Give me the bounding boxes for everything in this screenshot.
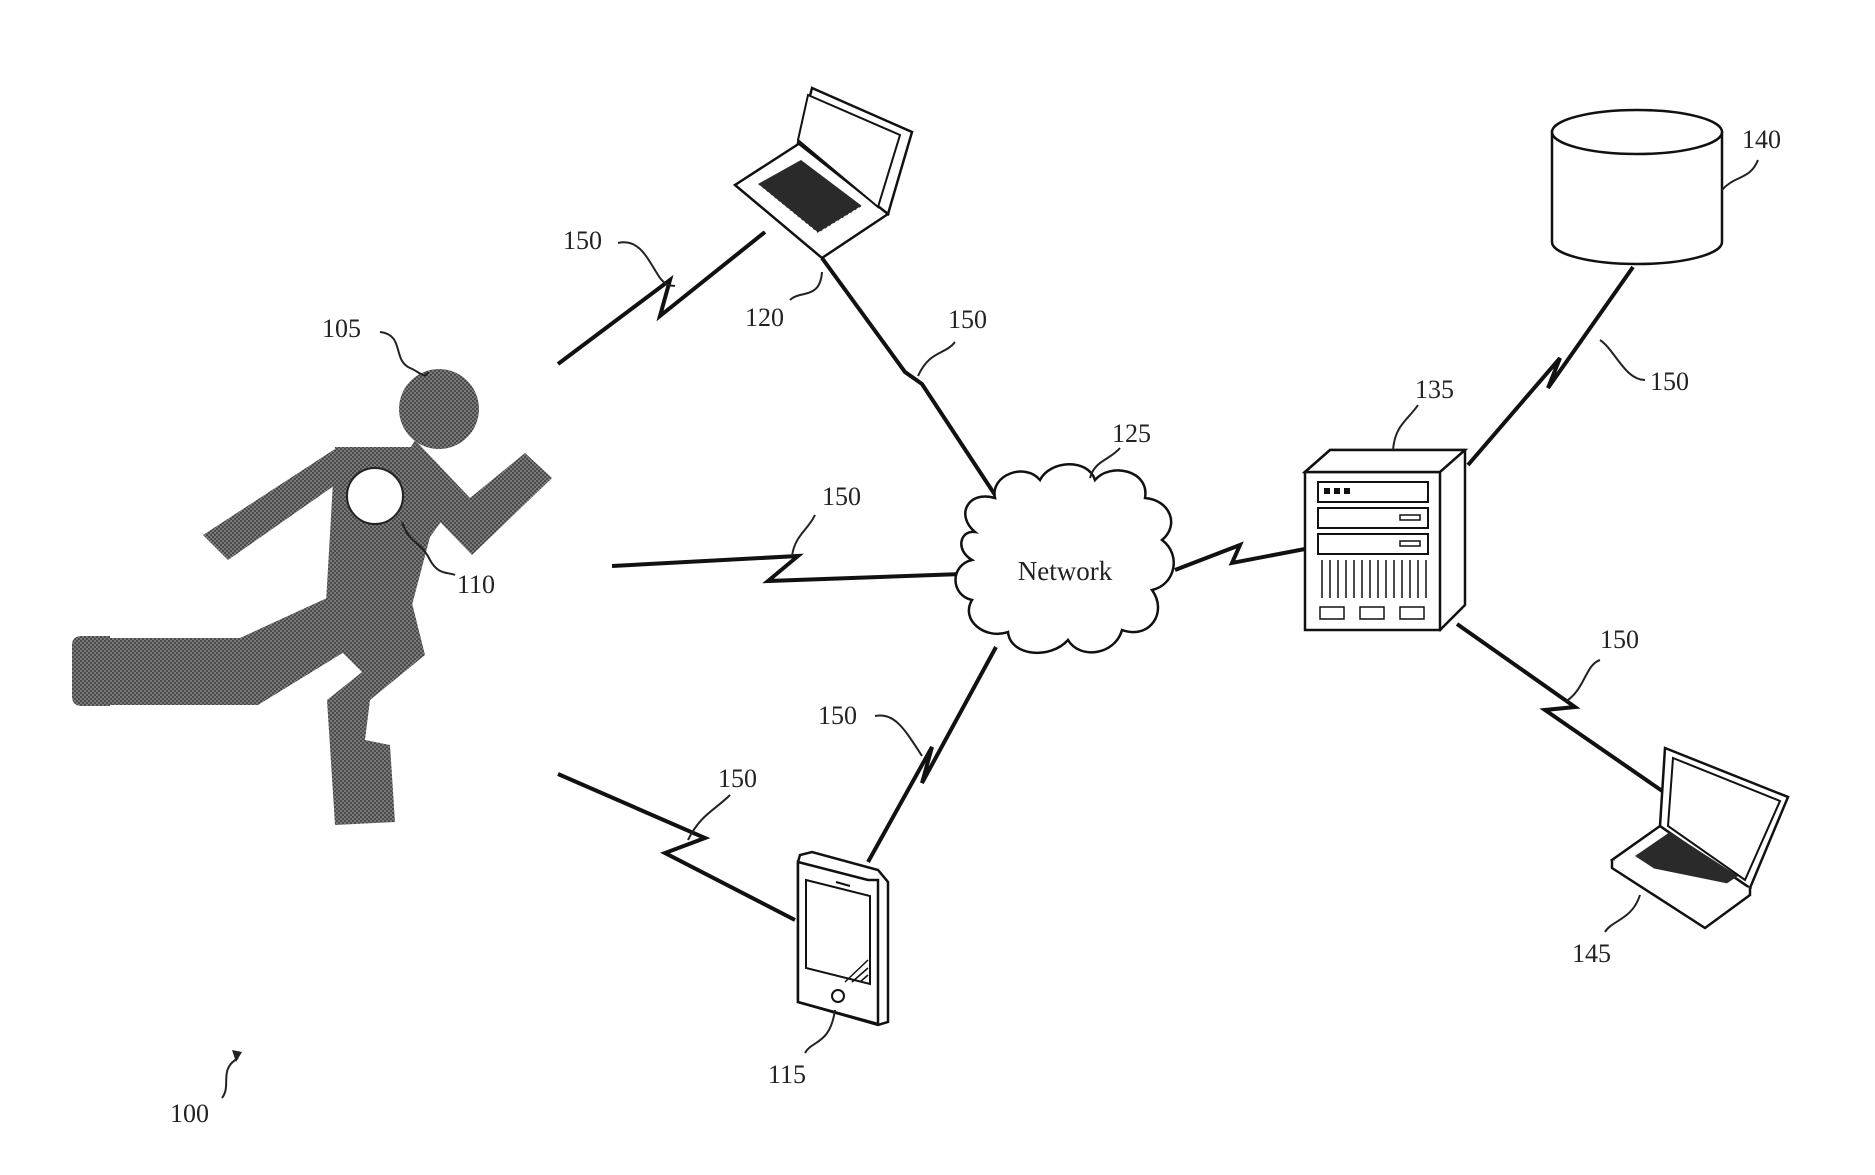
label-120: 120 (745, 303, 784, 332)
label-110: 110 (457, 570, 495, 599)
database-icon (1552, 110, 1722, 264)
link-server-database (1468, 267, 1633, 465)
label-150-a: 150 (563, 226, 602, 255)
label-150-c: 150 (822, 482, 861, 511)
link-runner-network (612, 556, 962, 581)
label-125: 125 (1112, 419, 1151, 448)
cloud-icon: Network (956, 464, 1174, 653)
network-label: Network (1018, 556, 1113, 586)
label-135: 135 (1415, 375, 1454, 404)
server-icon (1305, 450, 1465, 630)
label-150-e: 150 (718, 764, 757, 793)
label-145: 145 (1572, 939, 1611, 968)
label-115: 115 (768, 1060, 806, 1089)
label-150-g: 150 (1600, 625, 1639, 654)
label-150-f: 150 (1650, 367, 1689, 396)
label-105: 105 (322, 314, 361, 343)
label-150-b: 150 (948, 305, 987, 334)
link-runner-phone (558, 774, 795, 920)
label-140: 140 (1742, 125, 1781, 154)
link-network-server (1175, 545, 1305, 570)
smartphone-icon (798, 852, 888, 1025)
link-phone-network (868, 647, 996, 862)
link-laptop-network (822, 258, 1001, 504)
label-150-d: 150 (818, 701, 857, 730)
label-100: 100 (170, 1099, 209, 1128)
